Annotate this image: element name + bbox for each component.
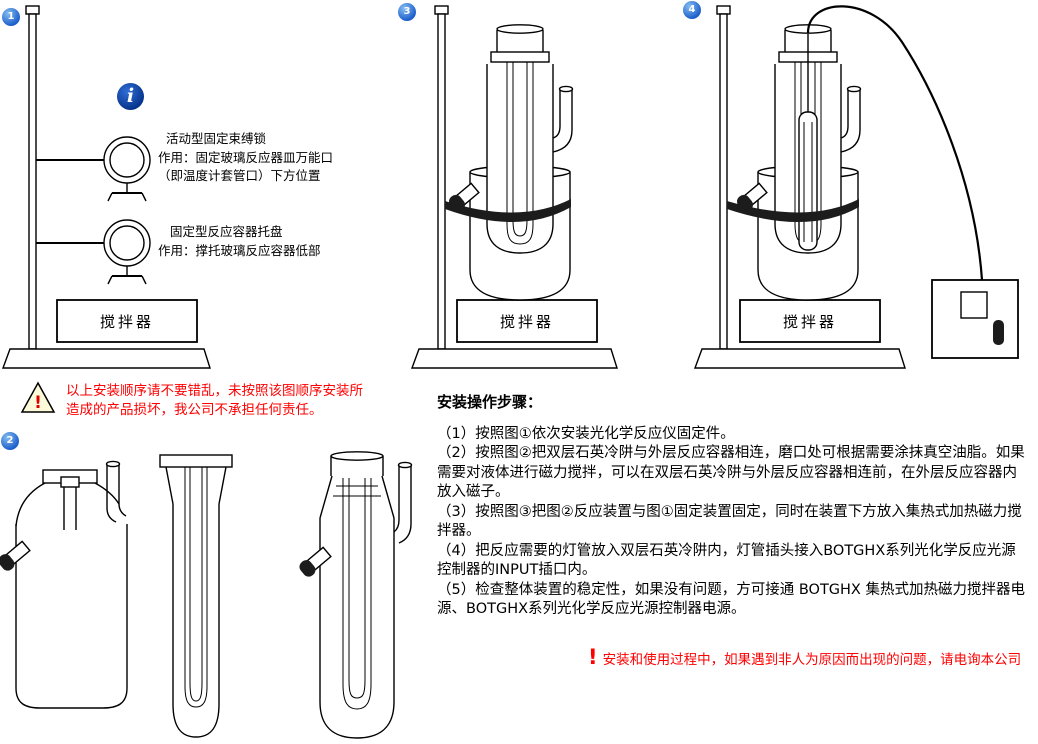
side-port-drawing xyxy=(0,540,31,571)
exclamation-icon: ! xyxy=(588,645,598,669)
clamp-label: 活动型固定束缚锁 xyxy=(166,131,267,146)
stirrer-box-label: 搅拌器 xyxy=(782,312,837,331)
panel-1-number-badge: 1 xyxy=(2,8,20,26)
jacketed-trap-drawing xyxy=(299,451,413,739)
panel-3-number-badge: 3 xyxy=(398,3,416,21)
stirrer-box-drawing xyxy=(56,299,198,343)
side-port-drawing xyxy=(299,546,332,577)
controller-display xyxy=(960,291,988,319)
panel4-drawing xyxy=(693,5,1019,369)
assembled-apparatus-drawing xyxy=(445,24,574,301)
bottom-warning-text: 安装和使用过程中，如果遇到非人为原因而出现的问题，请电询本公司 xyxy=(602,652,1022,668)
outer-reaction-vessel-drawing xyxy=(0,460,128,709)
panel3-drawing xyxy=(410,5,618,369)
panel1-drawing xyxy=(1,5,211,369)
lab-stand-drawing xyxy=(693,5,906,369)
step-2: （2）按照图②把双层石英冷阱与外层反应容器相连，磨口处可根据需要涂抹真空油脂。如… xyxy=(437,445,1025,500)
ring-label: 固定型反应容器托盘 xyxy=(170,224,283,239)
lab-stand-drawing xyxy=(1,5,211,369)
panel2-drawing xyxy=(0,451,413,739)
controller-knob xyxy=(993,320,1004,345)
warning-top-line1: 以上安装顺序请不要错乱，未按照该图顺序安装所 xyxy=(66,383,363,399)
lamp-cable-drawing xyxy=(806,5,984,281)
stirrer-box-label: 搅拌器 xyxy=(99,312,154,331)
step-5: （5）检查整体装置的稳定性，如果没有问题，方可接通 BOTGHX 集热式加热磁力… xyxy=(437,581,1025,618)
clamp-band-drawing xyxy=(727,199,859,223)
clamp-band-drawing xyxy=(445,199,571,223)
support-ring-drawing xyxy=(36,219,151,285)
steps-title: 安装操作步骤： xyxy=(437,393,543,411)
step-4: （4）把反应需要的灯管放入双层石英冷阱内，灯管插头接入BOTGHX系列光化学反应… xyxy=(437,542,1016,579)
ring-clamp-drawing xyxy=(36,136,151,202)
light-source-controller-drawing xyxy=(931,279,1019,359)
step-3: （3）按照图③把图②反应装置与图①固定装置固定，同时在装置下方放入集热式加热磁力… xyxy=(437,503,1022,540)
clamp-desc-line1: 作用：固定玻璃反应器皿万能口 xyxy=(158,150,334,165)
stirrer-box-label: 搅拌器 xyxy=(499,312,554,331)
step-1: （1）按照图①依次安装光化学反应仪固定件。 xyxy=(437,425,735,442)
warning-exclamation-glyph: ! xyxy=(34,393,42,413)
lab-stand-drawing xyxy=(410,5,618,369)
panel-2-number-badge: 2 xyxy=(1,432,19,450)
clamp-desc-line2: （即温度计套管口）下方位置 xyxy=(158,168,321,183)
info-icon: i xyxy=(117,83,144,110)
warning-top-line2: 造成的产品损坏，我公司不承担任何责任。 xyxy=(66,402,323,418)
warning-triangle-icon: ! xyxy=(20,381,56,413)
inner-trap-drawing xyxy=(159,454,233,738)
installation-steps: 安装操作步骤： （1）按照图①依次安装光化学反应仪固定件。 （2）按照图②把双层… xyxy=(437,393,1029,620)
assembled-apparatus-drawing xyxy=(727,24,862,301)
bottom-warning: ! 安装和使用过程中，如果遇到非人为原因而出现的问题，请电询本公司 xyxy=(588,645,1022,669)
stirrer-box-drawing xyxy=(456,299,598,343)
panel-4-number-badge: 4 xyxy=(683,1,701,19)
ring-desc: 作用：撑托玻璃反应容器低部 xyxy=(158,243,321,258)
